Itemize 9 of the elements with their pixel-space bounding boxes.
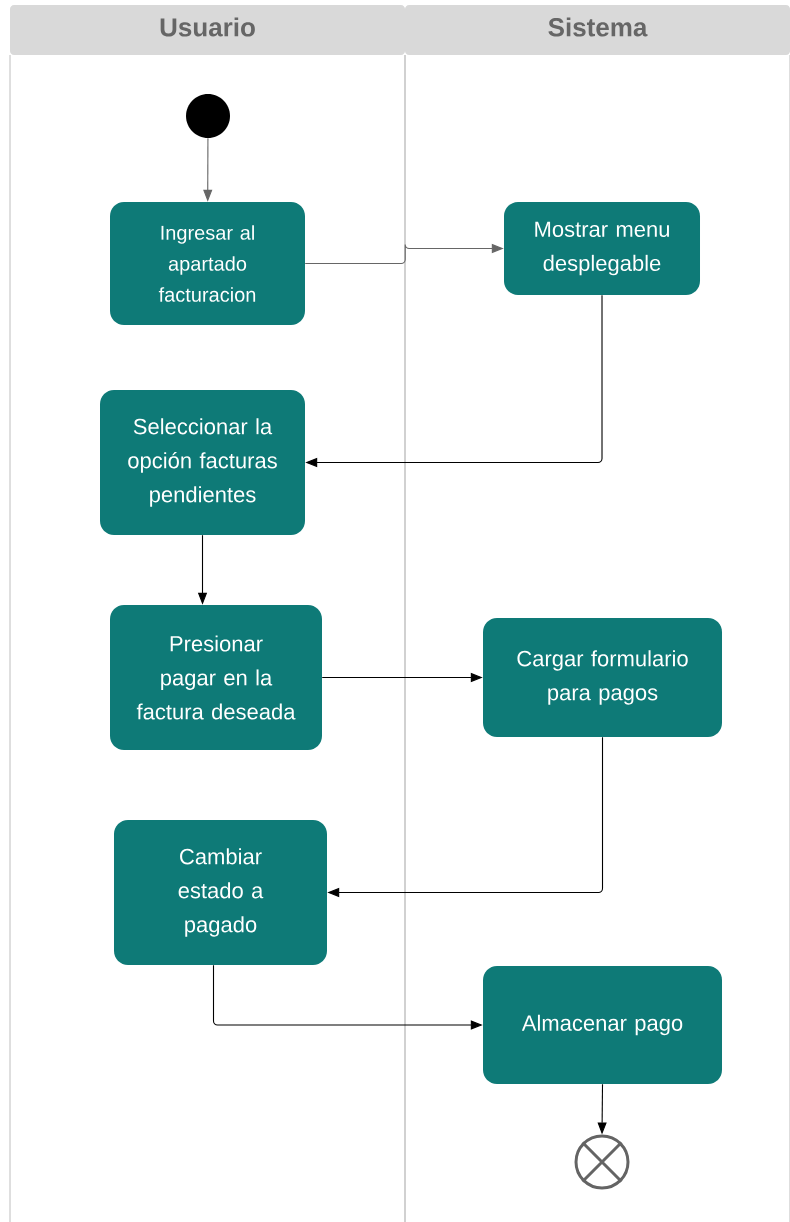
- activity-box: Ingresar al apartado facturacion: [110, 202, 305, 325]
- end-symbol: [574, 1134, 630, 1190]
- activity-box: Cargar formulario para pagos: [483, 618, 722, 737]
- activity-box: Seleccionar la opción facturas pendientes: [100, 390, 305, 535]
- start-dot: [186, 94, 230, 138]
- activity-box: Mostrar menu desplegable: [504, 202, 700, 295]
- activity-box: Cambiar estado a pagado: [114, 820, 327, 965]
- activity-box: Presionar pagar en la factura deseada: [110, 605, 322, 750]
- activity-box: Almacenar pago: [483, 966, 722, 1084]
